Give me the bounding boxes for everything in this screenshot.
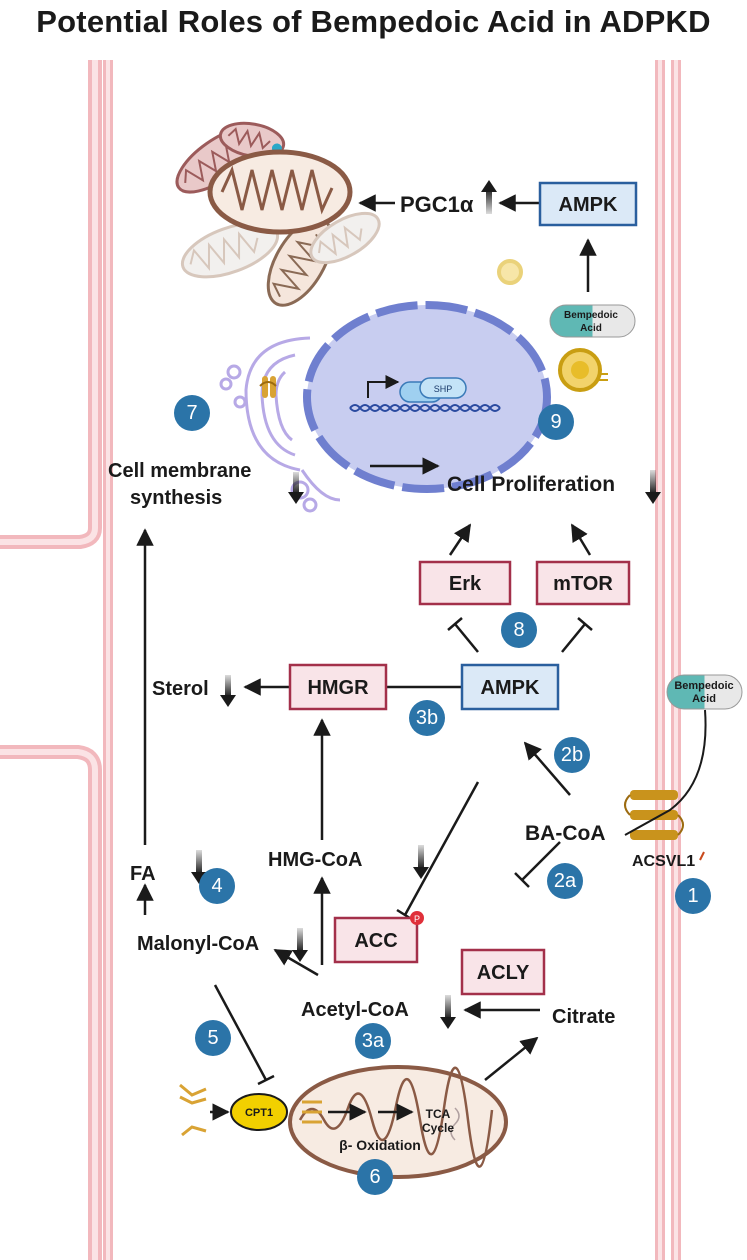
mitochondria-cluster-icon [175,121,381,307]
phospho-label: P [414,914,420,924]
tca-label-line2: Cycle [422,1121,454,1135]
badge-6: 6 [357,1159,393,1195]
step-badges: 1 2a 2b 3a 3b 4 5 6 7 8 9 [174,395,711,1195]
diagram-title: Potential Roles of Bempedoic Acid in ADP… [36,4,711,39]
cell-membrane-label-line2: synthesis [130,487,222,509]
inhibition-lines [213,617,593,1086]
citrate-label: Citrate [552,1006,615,1028]
erk-box: Erk [418,560,512,606]
cpt1-enzyme-icon [230,1093,288,1131]
svg-text:6: 6 [369,1166,380,1188]
membrane-channel-icon [259,376,277,398]
svg-text:1: 1 [687,885,698,907]
acsvl1-transporter-icon [624,709,707,861]
acetyl-coa-label: Acetyl-CoA [301,999,409,1021]
cpt1-label: CPT1 [245,1107,273,1119]
malonyl-coa-label: Malonyl-CoA [137,933,259,955]
ampk-mid-label: AMPK [481,677,540,699]
cell-proliferation-label: Cell Proliferation [447,473,615,496]
svg-text:3b: 3b [416,707,438,729]
svg-text:7: 7 [186,402,197,424]
pgc1a-label: PGC1α [400,192,474,217]
svg-text:3a: 3a [362,1030,385,1052]
ampk-mid-box: AMPK [460,663,560,711]
svg-text:9: 9 [550,411,561,433]
acc-box: ACC P [333,911,424,964]
hmgr-label: HMGR [307,677,369,699]
hmg-coa-label: HMG-CoA [268,849,362,871]
gene-promoter-icon [349,375,501,412]
bempedoic-acid-pill-top: Bempedoic Acid [549,304,636,338]
acc-label: ACC [354,930,397,952]
fatty-acid-chains-icon [179,1083,322,1137]
badge-9: 9 [538,404,574,440]
badge-5: 5 [195,1020,231,1056]
badge-1: 1 [675,878,711,914]
vesicle-icon [497,259,608,392]
mtor-box: mTOR [535,560,631,606]
mtor-label: mTOR [553,573,613,595]
svg-text:2b: 2b [561,744,583,766]
svg-text:2a: 2a [554,870,577,892]
mitochondrion-beta-oxidation-icon [288,1065,508,1179]
acsvl1-label: ACSVL1 [632,853,695,870]
bempedoic-right-line1: Bempedoic [674,680,733,692]
cell-membrane-right [655,60,681,1260]
svg-text:8: 8 [513,619,524,641]
svg-text:5: 5 [207,1027,218,1049]
pathway-arrows [136,194,597,1121]
badge-2b: 2b [554,737,590,773]
bempedoic-top-line2: Acid [580,323,602,334]
acly-label: ACLY [477,962,530,984]
beta-oxidation-label: β- Oxidation [339,1137,421,1153]
bempedoic-top-line1: Bempedoic [564,310,618,321]
badge-3a: 3a [355,1023,391,1059]
badge-2a: 2a [547,863,583,899]
hmgr-box: HMGR [288,663,388,711]
badge-3b: 3b [409,700,445,736]
badge-7: 7 [174,395,210,431]
shp-label: SHP [434,384,453,394]
phosphorylation-icon [410,911,424,925]
cell-membrane-label-line1: Cell membrane [108,460,251,482]
sterol-label: Sterol [152,678,209,700]
ampk-top-label: AMPK [559,194,618,216]
ampk-top-box: AMPK [538,181,638,227]
svg-text:4: 4 [211,875,222,897]
bempedoic-acid-pill-right: Bempedoic Acid [666,674,743,710]
tca-label-line1: TCA [426,1107,451,1121]
erk-label: Erk [449,573,482,595]
badge-8: 8 [501,612,537,648]
ba-coa-label: BA-CoA [525,822,605,845]
badge-4: 4 [199,868,235,904]
bempedoic-right-line2: Acid [692,693,716,705]
cell-membrane-left [0,60,113,1260]
acly-box: ACLY [460,948,546,996]
fa-label: FA [130,863,156,885]
